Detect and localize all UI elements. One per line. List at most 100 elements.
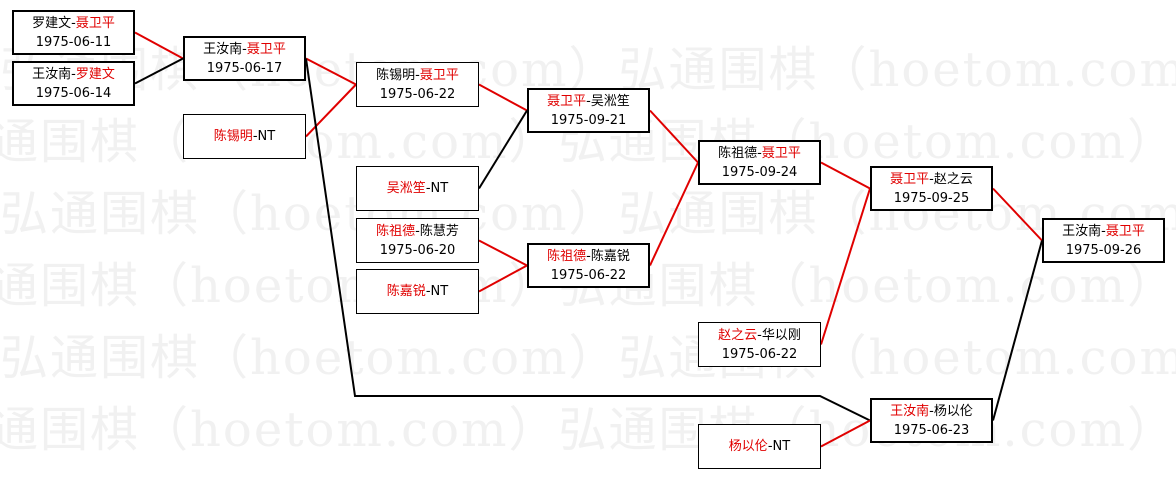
match-date: 1975-06-14 [35,85,112,101]
player-2: 聂卫平 [419,67,459,83]
player-1: 陈锡明 [376,67,416,83]
player-separator: - [929,171,934,187]
connector-m1-m3 [134,31,184,60]
match-date: 1975-06-17 [206,60,283,76]
player-separator: - [71,66,76,82]
connector-m2-m3 [134,57,184,85]
match-players: 陈嘉锐-NT [387,282,448,301]
connector-m6-m7 [478,109,528,190]
connector-m8-m10 [478,239,528,267]
match-players: 陈祖德-陈慧芳 [376,222,459,241]
match-box-m9: 陈嘉锐-NT [356,269,479,314]
player-1: 陈祖德 [547,248,587,264]
player-2: NT [257,129,276,144]
match-date: 1975-06-11 [35,34,112,50]
player-1: 王汝南 [32,66,72,82]
match-players: 王汝南-杨以伦 [890,402,973,421]
match-players: 赵之云-华以刚 [718,326,801,345]
match-date: 1975-06-22 [721,346,798,362]
connector-m13-m16 [992,187,1043,242]
player-2: NT [430,284,449,299]
match-players: 王汝南-聂卫平 [1062,222,1145,241]
player-2: NT [430,181,449,196]
player-2: 聂卫平 [1105,223,1145,239]
player-2: 赵之云 [933,171,973,187]
player-separator: - [929,403,934,419]
player-1: 王汝南 [890,403,930,419]
player-1: 赵之云 [718,327,758,343]
player-1: 陈祖德 [376,223,416,239]
player-2: 陈慧芳 [419,223,459,239]
match-players: 陈祖德-聂卫平 [718,144,801,163]
match-players: 陈锡明-NT [214,127,275,146]
player-separator: - [415,67,420,83]
player-2: 罗建文 [75,66,115,82]
connector-m3-m5 [305,57,357,86]
player-separator: - [757,145,762,161]
player-1: 王汝南 [203,41,243,57]
player-1: 杨以伦 [728,439,768,454]
player-separator: - [71,15,76,31]
player-1: 陈锡明 [213,129,253,144]
match-date: 1975-09-25 [893,190,970,206]
player-separator: - [757,327,762,343]
player-separator: - [586,93,591,109]
player-1: 陈祖德 [718,145,758,161]
player-separator: - [252,129,258,144]
match-date: 1975-09-26 [1065,242,1142,258]
match-box-m14: 杨以伦-NT [698,424,821,469]
player-2: 吴淞笙 [590,93,630,109]
match-date: 1975-06-20 [379,242,456,258]
player-1: 陈嘉锐 [386,284,426,299]
player-2: 杨以伦 [933,403,973,419]
player-separator: - [767,439,773,454]
match-players: 陈锡明-聂卫平 [376,66,459,85]
match-players: 王汝南-聂卫平 [203,40,286,59]
player-2: 华以刚 [761,327,801,343]
player-2: 陈嘉锐 [590,248,630,264]
player-2: 聂卫平 [761,145,801,161]
match-date: 1975-06-22 [550,267,627,283]
connector-m9-m10 [478,264,528,293]
player-1: 吴淞笙 [386,181,426,196]
match-date: 1975-09-21 [550,112,627,128]
match-players: 杨以伦-NT [729,437,790,456]
match-players: 吴淞笙-NT [387,179,448,198]
match-box-m6: 吴淞笙-NT [356,166,479,211]
match-date: 1975-06-22 [379,86,456,102]
player-separator: - [415,223,420,239]
player-separator: - [425,284,431,299]
connector-m15-m16 [992,240,1043,421]
match-players: 聂卫平-赵之云 [890,170,973,189]
player-1: 罗建文 [32,15,72,31]
connector-m4-m5 [305,83,357,138]
player-2: 聂卫平 [75,15,115,31]
match-players: 聂卫平-吴淞笙 [547,92,630,111]
player-separator: - [586,248,591,264]
match-players: 罗建文-聂卫平 [32,14,115,33]
player-1: 王汝南 [1062,223,1102,239]
player-2: NT [772,439,791,454]
player-2: 聂卫平 [246,41,286,57]
player-separator: - [425,181,431,196]
match-players: 陈祖德-陈嘉锐 [547,247,630,266]
connector-m10-m11 [649,162,699,266]
match-players: 王汝南-罗建文 [32,65,115,84]
player-1: 聂卫平 [547,93,587,109]
player-separator: - [242,41,247,57]
player-separator: - [1101,223,1106,239]
connector-m7-m11 [649,109,699,164]
